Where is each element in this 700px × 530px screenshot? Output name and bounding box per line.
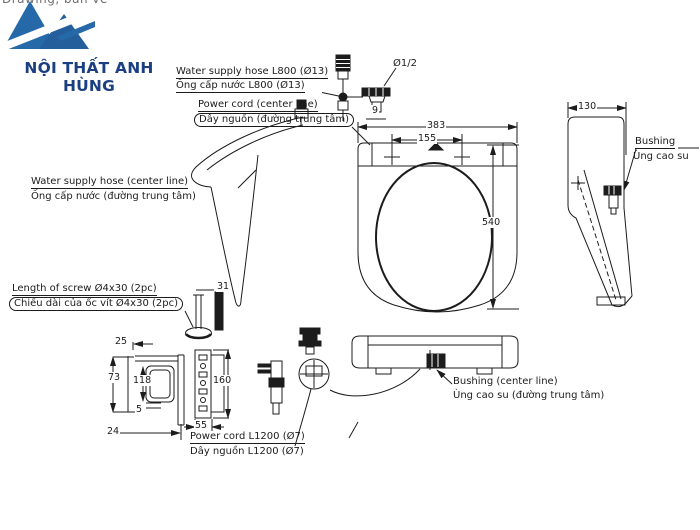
dim-bolt-span: 155	[417, 133, 438, 144]
label-water-center-vi: Ống cấp nước (đường trung tâm)	[31, 191, 196, 202]
side-view-left	[191, 99, 309, 307]
bracket-detail	[110, 341, 185, 440]
leader-lines	[237, 92, 371, 189]
label-screw-vi: Chiều dài của ốc vít Ø4x30 (2pc)	[9, 297, 183, 311]
dim-side-depth: 130	[577, 101, 598, 112]
label-bushing-en: Bushing	[635, 136, 676, 149]
label-water-center-en: Water supply hose (center line)	[31, 176, 189, 189]
dim-screw-len: 31	[216, 281, 231, 292]
screw-part	[184, 289, 224, 340]
water-supply-hose-part	[335, 54, 363, 121]
label-bushing2-en: Bushing (center line)	[453, 376, 558, 387]
label-water-hose-vi: Ống cấp nước L800 (Ø13)	[176, 80, 305, 93]
label-cord2-en: Power cord L1200 (Ø7)	[190, 431, 305, 444]
dim-length: 540	[481, 217, 502, 228]
dim-strip-h: 160	[212, 375, 233, 386]
label-bushing2-vi: Ùng cao su (đường trung tâm)	[453, 390, 605, 401]
dim-channel-h: 118	[132, 375, 153, 386]
cropped-caption: Drawing, bản vẽ	[2, 0, 108, 6]
label-cord2-vi: Dây nguồn L1200 (Ø7)	[190, 446, 304, 457]
strip-detail	[184, 349, 231, 431]
label-valve-size: Ø1/2	[393, 58, 417, 69]
side-view-right	[567, 102, 699, 308]
bottom-view	[351, 335, 519, 385]
power-cord-parts	[257, 327, 421, 447]
label-power-cord-en: Power cord (center line)	[198, 99, 318, 112]
label-power-cord-vi: Dây nguồn (đường trung tâm)	[194, 113, 355, 127]
anh-hung-logo-icon	[0, 1, 95, 50]
dim-width: 383	[426, 120, 447, 131]
dim-bracket-h: 73	[107, 372, 122, 383]
dim-bracket-lip: 25	[114, 336, 129, 347]
label-screw-en: Length of screw Ø4x30 (2pc)	[12, 283, 157, 296]
dim-offset2: 24	[106, 426, 121, 437]
brand-name: NỘI THẤT ANH HÙNG	[24, 59, 154, 95]
label-water-hose-en: Water supply hose L800 (Ø13)	[176, 66, 329, 79]
dim-hose-offset: 9	[371, 105, 380, 116]
label-bushing-vi: Ùng cao su	[633, 151, 689, 162]
dim-gap: 5	[135, 404, 144, 415]
dim-strip-w: 55	[194, 420, 209, 431]
